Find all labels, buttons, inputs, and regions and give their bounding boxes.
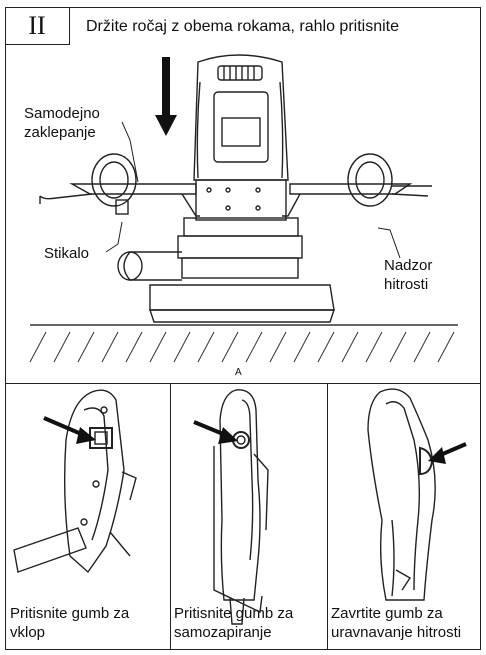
manual-frame — [5, 7, 481, 650]
caption-power-button: Pritisnite gumb za vklop — [10, 605, 130, 641]
arrow-icon-lock — [193, 420, 238, 444]
arrow-icon-speed — [428, 442, 467, 464]
section-divider — [5, 383, 481, 384]
caption-speed-button: Zavrtite gumb za uravnavanje hitrosti — [331, 605, 462, 641]
caption-lock-button: Pritisnite gumb za samozapiranje — [174, 605, 294, 641]
panel-divider-2 — [327, 383, 328, 650]
press-arrow-icon — [155, 57, 177, 136]
arrow-icon-power — [43, 416, 96, 444]
step-number: II — [5, 7, 70, 45]
leader-lines — [105, 121, 401, 259]
speed-handle-drawing — [367, 388, 436, 601]
instruction-text: Držite ročaj z obema rokama, rahlo priti… — [86, 18, 400, 35]
label-switch: Stikalo — [44, 245, 90, 262]
grinder-body — [39, 54, 432, 323]
label-speed-control: Nadzor hitrosti — [384, 257, 433, 293]
floor-hatching — [29, 324, 458, 363]
lock-handle-drawing — [213, 389, 269, 625]
power-handle-drawing — [13, 389, 137, 574]
figure-letter: A — [235, 367, 242, 378]
label-auto-lock: Samodejno zaklepanje — [24, 105, 100, 141]
panel-divider-1 — [170, 383, 171, 650]
